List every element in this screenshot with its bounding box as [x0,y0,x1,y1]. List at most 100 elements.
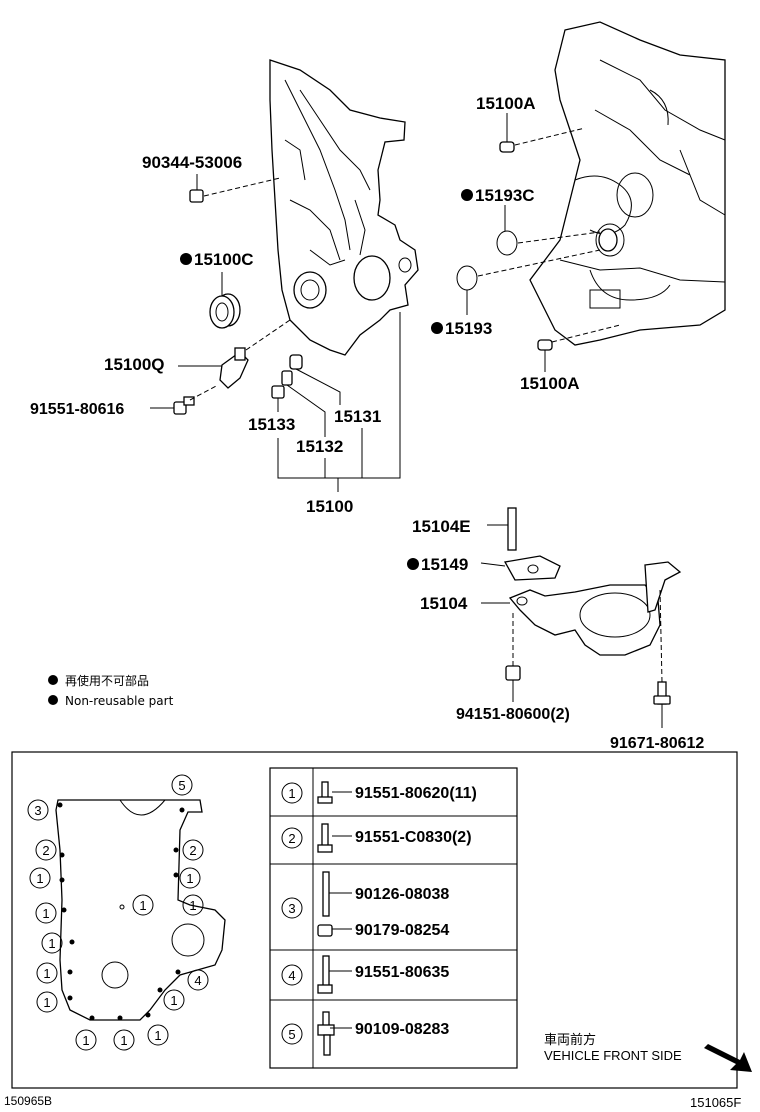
dowel-pin-top [499,141,515,153]
svg-text:1: 1 [139,898,146,913]
svg-text:1: 1 [154,1028,161,1043]
gasket-marker-10: 1 [36,962,58,984]
svg-text:1: 1 [36,871,43,886]
o-ring-15193 [456,265,478,291]
svg-text:1: 1 [189,898,196,913]
gasket-marker-7: 1 [35,902,57,924]
bolt-table [269,767,518,1069]
callout-15132: 15132 [296,437,343,456]
svg-text:1: 1 [42,906,49,921]
svg-text:1: 1 [82,1033,89,1048]
gasket-marker-6: 1 [179,867,201,889]
callout-15149: 15149 [421,555,468,574]
svg-text:3: 3 [34,803,41,818]
svg-text:1: 1 [170,993,177,1008]
gasket-marker-12: 1 [75,1029,97,1051]
bolt-part-90179-08254: 90179-08254 [355,922,449,939]
vehicle-front-en: VEHICLE FRONT SIDE [544,1048,682,1063]
callout-90344-53006: 90344-53006 [142,153,242,172]
cover-outline-drawing [55,799,226,1021]
lower-panel-frame [11,751,738,1089]
bolt-part-90109-08283: 90109-08283 [355,1021,449,1038]
nut-90344-53006 [189,189,204,203]
legend-text-en: Non-reusable part [65,694,174,708]
callout-91551-80616: 91551-80616 [30,401,124,418]
legend-text-jp: 再使用不可部品 [65,673,149,688]
non-reusable-dot-15193 [431,322,443,334]
gasket-marker-14: 1 [147,1024,169,1046]
gasket-marker-4: 2 [182,839,204,861]
callout-15193C: 15193C [475,186,535,205]
svg-text:1: 1 [43,966,50,981]
engine-block-drawing [529,21,726,346]
oil-seal-15100C [209,293,241,329]
callout-15100Q: 15100Q [104,355,165,374]
gasket-marker-17: 1 [182,894,204,916]
callout-15100A-top: 15100A [476,94,536,113]
relief-valve-parts [271,354,303,399]
vehicle-front-jp: 車両前方 [544,1032,596,1047]
gasket-marker-13: 1 [113,1029,135,1051]
svg-text:4: 4 [288,968,295,983]
gasket-marker-5: 1 [29,867,51,889]
gasket-marker-9: 1 [41,932,63,954]
callout-15104: 15104 [420,594,468,613]
bolt-part-91551-C0830: 91551-C0830(2) [355,829,472,846]
svg-text:2: 2 [189,843,196,858]
footer-right-code: 151065F [690,1095,741,1110]
svg-text:5: 5 [288,1027,295,1042]
svg-text:2: 2 [42,843,49,858]
gasket-marker-8: 1 [132,894,154,916]
bolt-part-91551-80620: 91551-80620(11) [355,785,477,802]
non-reusable-dot-15100C [180,253,192,265]
gasket-15149 [503,555,561,581]
bolt-row-2: 2 91551-C0830(2) [281,823,472,853]
gasket-marker-11: 1 [36,991,58,1013]
svg-text:5: 5 [178,778,185,793]
bolt-row-5: 5 90109-08283 [281,1011,449,1056]
non-reusable-dot-15149 [407,558,419,570]
bolt-91671-80612 [653,681,671,705]
strainer-15104 [508,561,682,656]
o-ring-15193C [496,230,518,256]
callout-15133: 15133 [248,415,295,434]
non-reusable-dot-15193C [461,189,473,201]
gasket-marker-2: 5 [171,774,193,796]
bolt-row-1: 1 91551-80620(11) [281,781,477,804]
svg-text:1: 1 [120,1033,127,1048]
callout-91671-80612: 91671-80612 [610,735,704,752]
svg-text:1: 1 [186,871,193,886]
svg-text:1: 1 [43,995,50,1010]
callout-94151-80600: 94151-80600(2) [456,706,570,723]
sensor-15100Q [219,347,249,389]
callout-15100: 15100 [306,497,353,516]
svg-text:4: 4 [194,973,201,988]
svg-text:1: 1 [48,936,55,951]
footer-left-code: 150965B [4,1094,52,1108]
bolt-part-91551-80635: 91551-80635 [355,964,449,981]
callout-15100A-bottom: 15100A [520,374,580,393]
gasket-marker-15: 1 [163,989,185,1011]
gasket-marker-16: 4 [187,969,209,991]
callout-15100C: 15100C [194,250,254,269]
nut-94151-80600 [505,665,521,681]
front-arrow-icon [704,1044,752,1072]
dowel-pin-bottom [537,339,553,351]
svg-text:2: 2 [288,831,295,846]
legend-dot-jp [48,675,58,685]
bolt-hole-dots [57,802,185,1021]
svg-text:1: 1 [288,786,295,801]
callout-15104E: 15104E [412,517,471,536]
legend-dot-en [48,695,58,705]
gasket-marker-1: 3 [27,799,49,821]
bolt-row-3: 3 90126-08038 90179-08254 [281,871,449,939]
gasket-marker-3: 2 [35,839,57,861]
bolt-part-90126-08038: 90126-08038 [355,886,449,903]
callout-15193: 15193 [445,319,492,338]
callout-15131: 15131 [334,407,381,426]
bolt-row-4: 4 91551-80635 [281,955,449,994]
timing-cover-drawing [269,59,419,356]
svg-text:3: 3 [288,901,295,916]
stud-15104E [507,507,517,551]
